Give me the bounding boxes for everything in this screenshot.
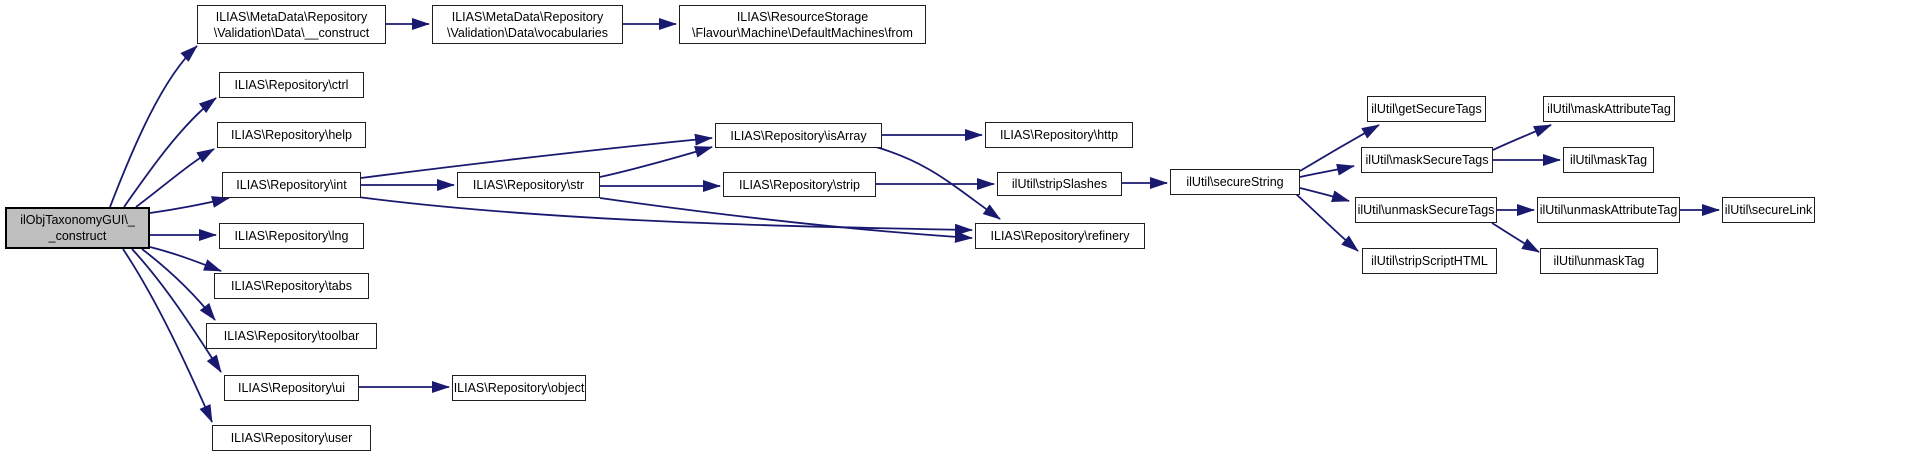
node-md-construct[interactable]: ILIAS\MetaData\Repository \Validation\Da… bbox=[197, 5, 386, 44]
edge-int-to-refinery bbox=[357, 196, 973, 236]
node-object[interactable]: ILIAS\Repository\object bbox=[452, 375, 586, 401]
node-ui[interactable]: ILIAS\Repository\ui bbox=[224, 375, 359, 401]
node-vocabularies[interactable]: ILIAS\MetaData\Repository \Validation\Da… bbox=[432, 5, 623, 44]
node-strip[interactable]: ILIAS\Repository\strip bbox=[723, 172, 876, 197]
node-int[interactable]: ILIAS\Repository\int bbox=[222, 172, 361, 198]
node-str[interactable]: ILIAS\Repository\str bbox=[457, 172, 600, 198]
node-get-secure-tags[interactable]: ilUtil\getSecureTags bbox=[1367, 96, 1486, 122]
node-secure-link[interactable]: ilUtil\secureLink bbox=[1722, 197, 1815, 223]
edge-main-to-help bbox=[135, 148, 215, 208]
node-strip-slashes[interactable]: ilUtil\stripSlashes bbox=[997, 172, 1122, 196]
node-mask-tag[interactable]: ilUtil\maskTag bbox=[1563, 147, 1654, 173]
node-is-array[interactable]: ILIAS\Repository\isArray bbox=[715, 123, 882, 148]
node-toolbar[interactable]: ILIAS\Repository\toolbar bbox=[206, 323, 377, 349]
edge-main-to-int bbox=[149, 196, 230, 214]
node-lng[interactable]: ILIAS\Repository\lng bbox=[219, 223, 364, 249]
edge-str-to-is-array bbox=[599, 146, 713, 178]
edge-mask-secure-tags-to-mask-attribute-tag bbox=[1492, 124, 1552, 151]
node-help[interactable]: ILIAS\Repository\help bbox=[217, 122, 366, 148]
node-main: ilObjTaxonomyGUI\_ _construct bbox=[5, 207, 150, 249]
edge-secure-string-to-unmask-secure-tags bbox=[1299, 187, 1350, 202]
edge-is-array-to-refinery bbox=[875, 146, 1001, 220]
node-mask-secure-tags[interactable]: ilUtil\maskSecureTags bbox=[1361, 147, 1493, 173]
node-default-machines-from[interactable]: ILIAS\ResourceStorage \Flavour\Machine\D… bbox=[679, 5, 926, 44]
edge-main-to-ui bbox=[131, 248, 222, 373]
node-refinery[interactable]: ILIAS\Repository\refinery bbox=[975, 223, 1145, 249]
node-mask-attribute-tag[interactable]: ilUtil\maskAttributeTag bbox=[1543, 96, 1675, 122]
edge-int-to-is-array bbox=[360, 133, 713, 179]
node-secure-string[interactable]: ilUtil\secureString bbox=[1170, 169, 1300, 195]
edge-main-to-toolbar bbox=[141, 248, 216, 321]
node-ctrl[interactable]: ILIAS\Repository\ctrl bbox=[219, 72, 364, 98]
edge-secure-string-to-get-secure-tags bbox=[1299, 124, 1380, 172]
edge-main-to-md-construct bbox=[109, 45, 198, 208]
edge-main-to-user bbox=[122, 248, 213, 423]
node-unmask-tag[interactable]: ilUtil\unmaskTag bbox=[1540, 248, 1658, 274]
edge-main-to-ctrl bbox=[123, 97, 217, 208]
node-unmask-secure-tags[interactable]: ilUtil\unmaskSecureTags bbox=[1355, 197, 1497, 223]
node-strip-script-html[interactable]: ilUtil\stripScriptHTML bbox=[1362, 248, 1497, 274]
node-tabs[interactable]: ILIAS\Repository\tabs bbox=[214, 273, 369, 299]
node-http[interactable]: ILIAS\Repository\http bbox=[985, 122, 1133, 148]
node-user[interactable]: ILIAS\Repository\user bbox=[212, 425, 371, 451]
edge-unmask-secure-tags-to-unmask-tag bbox=[1491, 222, 1540, 253]
edge-main-to-tabs bbox=[149, 246, 222, 272]
edge-str-to-refinery bbox=[599, 197, 973, 243]
node-unmask-attribute-tag[interactable]: ilUtil\unmaskAttributeTag bbox=[1537, 197, 1680, 223]
edge-secure-string-to-mask-secure-tags bbox=[1299, 163, 1355, 178]
edge-secure-string-to-strip-script-html bbox=[1295, 193, 1359, 252]
